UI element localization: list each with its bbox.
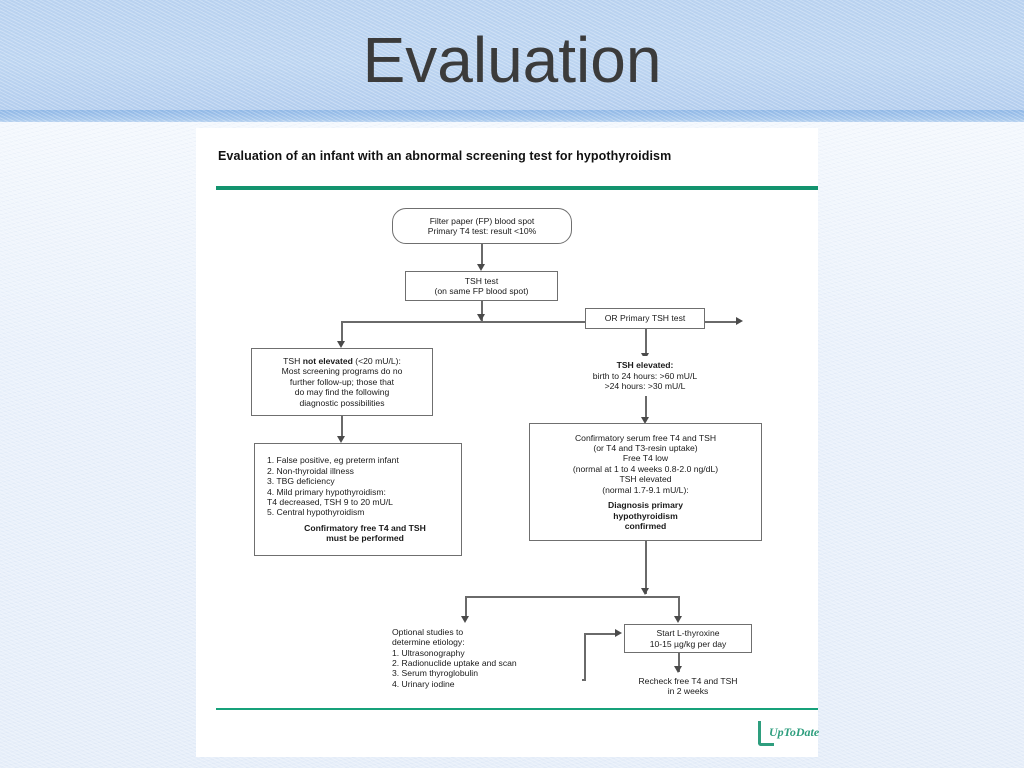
node-tsh-elevated-line-2: >24 hours: >30 mU/L	[604, 381, 686, 392]
confirmatory-line-6: (normal 1.7-9.1 mU/L):	[602, 484, 689, 495]
node-tsh-test[interactable]: TSH test (on same FP blood spot)	[405, 271, 558, 301]
uptodate-l-mark-icon	[758, 721, 774, 746]
node-filter-paper[interactable]: Filter paper (FP) blood spot Primary T4 …	[392, 208, 572, 244]
differential-item-4-detail: T4 decreased, TSH 9 to 20 mU/L	[267, 497, 393, 507]
connector-filterpaper-to-tshtest	[481, 244, 483, 266]
node-tsh-not-elevated-bold: not elevated	[302, 355, 353, 366]
arrow-into-l-thyroxine	[674, 616, 682, 623]
arrow-center-stub	[477, 314, 485, 321]
node-tsh-not-elevated-lead: TSH	[283, 355, 303, 366]
recheck-line-2: in 2 weeks	[667, 686, 709, 696]
figure-title: Evaluation of an infant with an abnormal…	[218, 149, 672, 163]
node-tsh-not-elevated-line-2: further follow-up; those that	[289, 376, 395, 387]
node-tsh-not-elevated-line-3: do may find the following	[294, 387, 390, 398]
arrow-into-tsh-not-elevated	[337, 341, 345, 348]
differential-item-1: 1. False positive, eg preterm infant	[267, 455, 399, 466]
uptodate-logo-text: UpToDate	[769, 725, 820, 739]
arrow-into-l-thyroxine-left	[615, 629, 622, 637]
connector-lthyroxine-to-recheck	[678, 652, 680, 672]
connector-tshelevated-down	[645, 395, 647, 419]
recheck-line-1: Recheck free T4 and TSH	[638, 675, 738, 686]
figure-divider-bottom	[216, 708, 818, 710]
figure-panel: Evaluation of an infant with an abnormal…	[196, 128, 819, 757]
node-or-primary-tsh[interactable]: OR Primary TSH test	[585, 308, 705, 329]
slide-title: Evaluation	[362, 24, 662, 96]
connector-split-horizontal	[341, 321, 737, 323]
node-tsh-test-line-1: TSH test	[464, 275, 499, 286]
differential-emphasis-line-1: Confirmatory free T4 and TSH	[304, 522, 426, 533]
arrow-into-differential-list	[337, 436, 345, 443]
optional-studies-item-2: 2. Radionuclide uptake and scan	[392, 658, 517, 668]
arrow-to-split	[641, 588, 649, 595]
figure-divider-top	[216, 186, 818, 190]
differential-emphasis-line-2: must be performed	[326, 533, 404, 544]
confirmatory-line-5: TSH elevated	[619, 474, 672, 485]
flowchart: Filter paper (FP) blood spot Primary T4 …	[196, 128, 818, 757]
node-confirmatory-serum[interactable]: Confirmatory serum free T4 and TSH (or T…	[529, 423, 762, 541]
confirmatory-emphasis-line-2: hypothyroidism	[613, 510, 678, 521]
node-tsh-not-elevated-tail: (<20 mU/L):	[352, 355, 401, 366]
node-tsh-test-line-2: (on same FP blood spot)	[434, 286, 529, 296]
confirmatory-line-4: (normal at 1 to 4 weeks 0.8-2.0 ng/dL)	[572, 463, 719, 474]
node-tsh-elevated-line-1: birth to 24 hours: >60 mU/L	[592, 370, 698, 381]
differential-item-4: 4. Mild primary hypothyroidism:	[267, 486, 386, 497]
connector-optional-to-treatment-h2	[584, 633, 616, 635]
node-start-l-thyroxine[interactable]: Start L-thyroxine 10-15 µg/kg per day	[624, 624, 752, 653]
node-tsh-not-elevated[interactable]: TSH not elevated (<20 mU/L): Most screen…	[251, 348, 433, 416]
connector-to-l-thyroxine	[678, 596, 680, 618]
differential-item-2: 2. Non-thyroidal illness	[267, 465, 354, 476]
connector-orprimary-down	[645, 329, 647, 355]
optional-studies-item-1: 1. Ultrasonography	[392, 647, 465, 658]
arrow-into-confirmatory	[641, 417, 649, 424]
confirmatory-line-3: Free T4 low	[622, 453, 669, 464]
node-differential-list[interactable]: 1. False positive, eg preterm infant 2. …	[254, 443, 462, 556]
optional-studies-item-3: 3. Serum thyroglobulin	[392, 668, 478, 679]
node-filter-paper-line-1: Filter paper (FP) blood spot	[429, 215, 535, 226]
differential-item-5: 5. Central hypothyroidism	[267, 507, 365, 518]
node-optional-studies[interactable]: Optional studies to determine etiology: …	[392, 623, 582, 693]
node-recheck[interactable]: Recheck free T4 and TSH in 2 weeks	[604, 674, 772, 698]
confirmatory-emphasis-line-1: Diagnosis primary	[608, 500, 683, 511]
connector-notelevated-to-list	[341, 416, 343, 438]
arrow-into-tshtest	[477, 264, 485, 271]
connector-to-optional-studies	[465, 596, 467, 618]
l-thyroxine-line-1: Start L-thyroxine	[656, 628, 720, 639]
connector-bottom-split-horizontal	[465, 596, 680, 598]
node-tsh-elevated[interactable]: TSH elevated: birth to 24 hours: >60 mU/…	[545, 356, 745, 396]
optional-studies-item-4: 4. Urinary iodine	[392, 678, 455, 689]
connector-center-stub	[481, 301, 483, 321]
l-thyroxine-line-2: 10-15 µg/kg per day	[649, 638, 727, 649]
arrow-into-optional-studies	[461, 616, 469, 623]
connector-confirmatory-down	[645, 540, 647, 594]
connector-optional-to-treatment-v	[584, 633, 586, 680]
confirmatory-line-1: Confirmatory serum free T4 and TSH	[574, 432, 717, 443]
confirmatory-line-2: (or T4 and T3-resin uptake)	[593, 443, 698, 454]
arrow-into-or-primary-tsh	[736, 317, 743, 325]
connector-left-branch-down	[341, 321, 343, 343]
optional-studies-line-1: Optional studies to	[392, 626, 464, 637]
differential-item-3: 3. TBG deficiency	[267, 476, 335, 487]
arrow-into-recheck	[674, 666, 682, 673]
node-or-primary-tsh-label: OR Primary TSH test	[604, 313, 686, 324]
optional-studies-line-2: determine etiology:	[392, 637, 465, 648]
node-tsh-elevated-heading: TSH elevated:	[616, 360, 674, 371]
uptodate-logo[interactable]: UpToDate	[758, 720, 819, 746]
sky-band	[0, 0, 1024, 113]
node-filter-paper-line-2: Primary T4 test: result <10%	[427, 226, 537, 236]
node-tsh-not-elevated-line-1: Most screening programs do no	[281, 366, 403, 377]
node-tsh-not-elevated-heading: TSH not elevated (<20 mU/L):	[283, 356, 401, 366]
node-tsh-not-elevated-line-4: diagnostic possibilities	[299, 397, 385, 408]
confirmatory-emphasis-line-3: confirmed	[624, 520, 667, 531]
